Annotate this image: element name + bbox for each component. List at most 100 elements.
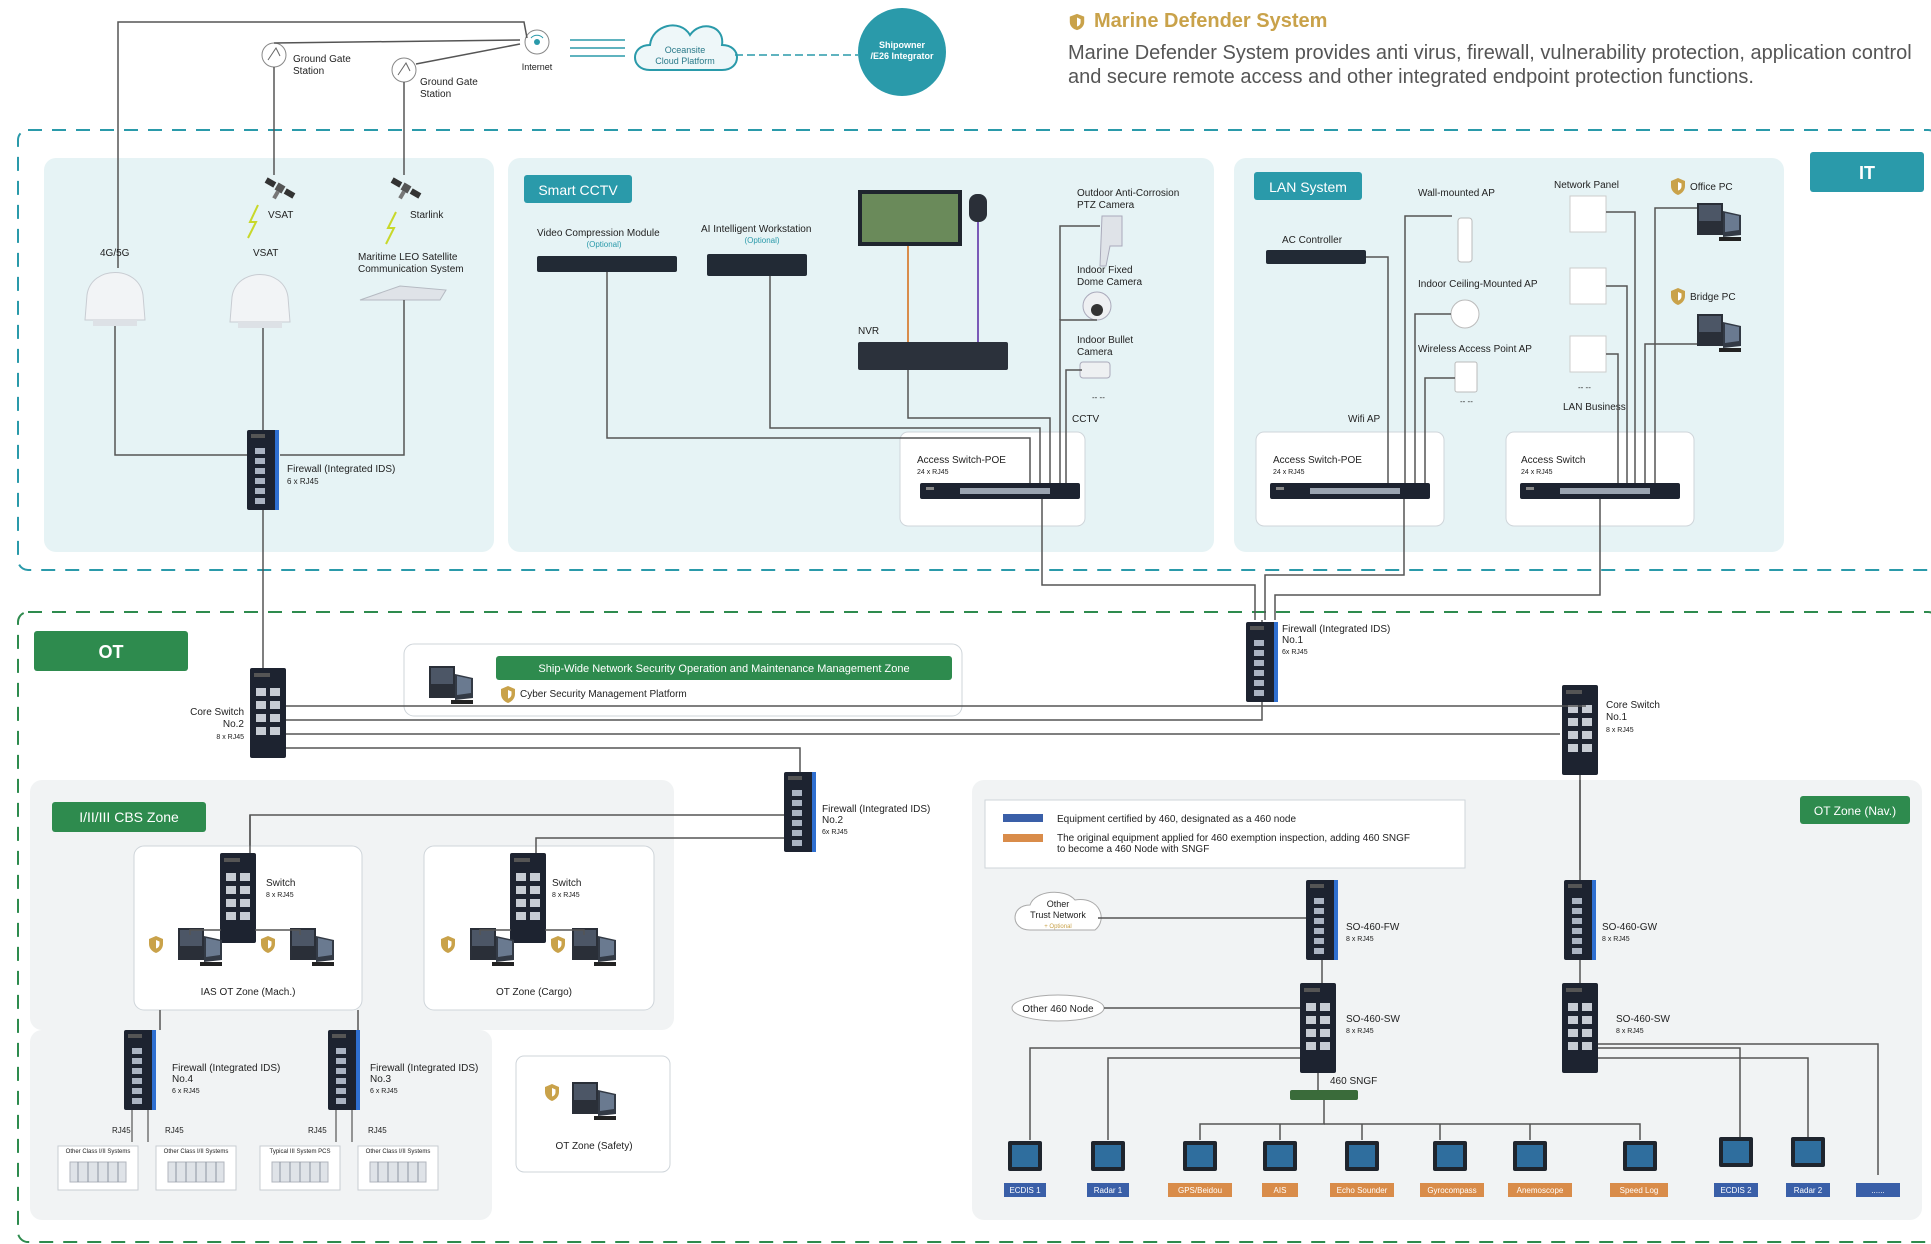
legend-orange-swatch — [1003, 834, 1043, 842]
cargo-switch-icon — [510, 853, 546, 943]
cctv-connections — [606, 225, 1256, 620]
dome-camera-lens — [1091, 304, 1103, 316]
so-sw1-line2: 8 x RJ45 — [1346, 1028, 1374, 1035]
smart-cctv-label: Smart CCTV — [538, 182, 618, 198]
sngf-device — [1290, 1090, 1358, 1100]
header-description: Marine Defender System provides anti vir… — [1068, 42, 1912, 88]
leo-antenna-icon — [359, 285, 447, 301]
cctv-monitor-screen — [862, 194, 958, 242]
core1-line1: Core Switch — [1606, 700, 1660, 711]
so-sw1-line1: SO-460-SW — [1346, 1014, 1400, 1025]
legend-orange-line2: to become a 460 Node with SNGF — [1057, 844, 1209, 855]
cloud-icon — [634, 24, 738, 71]
anemoscope-icon — [1513, 1141, 1547, 1171]
core-switch-no2-icon — [250, 668, 286, 758]
core-switch-no1-icon — [1562, 685, 1598, 775]
leo-line2: Communication System — [358, 264, 464, 275]
so-460-gw-icon — [1564, 880, 1596, 960]
core1-line3: 8 x RJ45 — [1606, 727, 1634, 734]
network-panel-3-icon — [1569, 335, 1607, 373]
shipowner-line1: Shipowner — [879, 40, 925, 50]
comms-firewall-label: Firewall (Integrated IDS) — [287, 464, 395, 475]
nav-connections — [1029, 780, 1879, 1175]
shipowner-circle — [858, 8, 946, 96]
radar-1-icon — [1091, 1141, 1125, 1171]
lan-business-label: LAN Business — [1563, 402, 1626, 413]
shipowner-line2: /E26 Integrator — [870, 51, 934, 61]
ot-nav-zone — [972, 780, 1922, 1220]
gps-icon — [1183, 1141, 1217, 1171]
lan-dots-1: -- -- — [1460, 397, 1473, 406]
fw3-line1: Firewall (Integrated IDS) — [370, 1063, 478, 1074]
wireless-ap-label: Wireless Access Point AP — [1418, 344, 1532, 355]
ias-switch-label: Switch — [266, 878, 295, 889]
network-panel-label: Network Panel — [1554, 180, 1619, 191]
cargo-zone-label: OT Zone (Cargo) — [496, 987, 572, 998]
cctv-switch-label: Access Switch-POE — [917, 455, 1006, 466]
sec-ops-label: Ship-Wide Network Security Operation and… — [538, 663, 909, 675]
wall-ap-label: Wall-mounted AP — [1418, 188, 1495, 199]
sec-ops-tag — [496, 656, 952, 680]
fw4-line3: 6 x RJ45 — [172, 1088, 200, 1095]
echo-sounder-icon — [1345, 1141, 1379, 1171]
video-compression-device — [537, 256, 677, 272]
cbs-connections — [159, 815, 784, 1030]
so-gw-line2: 8 x RJ45 — [1602, 936, 1630, 943]
ot-tag — [34, 631, 188, 671]
cctv-poe-switch-icon — [920, 483, 1080, 499]
network-panel-2-icon — [1569, 267, 1607, 305]
g45-antenna-icon — [84, 272, 146, 327]
bullet-line1: Indoor Bullet — [1077, 335, 1133, 346]
vsat-antenna-icon — [229, 274, 291, 329]
lan-system-label: LAN System — [1269, 179, 1347, 195]
network-panel-1-icon — [1569, 195, 1607, 233]
ai-workstation-device — [707, 254, 807, 276]
device-label-8: ECDIS 2 — [1720, 1186, 1752, 1195]
internet-icon — [524, 29, 550, 55]
fw1-line2: No.1 — [1282, 635, 1304, 646]
lan-access-switch-icon — [1520, 483, 1680, 499]
speed-log-icon — [1623, 1141, 1657, 1171]
legend-blue-swatch — [1003, 814, 1043, 822]
ai-workstation-optional: (Optional) — [744, 236, 779, 245]
device-label-6: Anemoscope — [1517, 1186, 1564, 1195]
cloud-line2: Cloud Platform — [655, 56, 715, 66]
vsat-label: VSAT — [253, 248, 278, 259]
fw2-line3: 6x RJ45 — [822, 829, 848, 836]
ground-gate-1-line1: Ground Gate — [293, 54, 351, 65]
legend-blue-label: Equipment certified by 460, designated a… — [1057, 814, 1296, 825]
camera-body-icon — [969, 194, 987, 222]
core2-line3: 8 x RJ45 — [216, 734, 244, 741]
comms-connections — [114, 300, 405, 670]
cctv-switch-ports: 24 x RJ45 — [917, 469, 949, 476]
lan-poe-switch-ports: 24 x RJ45 — [1273, 469, 1305, 476]
office-pc-label: Office PC — [1690, 182, 1733, 193]
ground-gate-2-line2: Station — [420, 89, 451, 100]
lan-poe-switch-box — [1255, 431, 1445, 527]
top-connections — [117, 21, 528, 268]
vsat-sat-label: VSAT — [268, 210, 293, 221]
video-compression-label: Video Compression Module — [537, 228, 660, 239]
fw4-line1: Firewall (Integrated IDS) — [172, 1063, 280, 1074]
ac-controller-device — [1266, 250, 1366, 264]
internet-cloud-arrows — [570, 39, 625, 57]
it-region-border — [17, 129, 1931, 571]
cargo-switch-ports: 8 x RJ45 — [552, 892, 580, 899]
lan-dots-2: -- -- — [1578, 383, 1591, 392]
cbs-zone-lower — [30, 1030, 492, 1220]
device-label-1: Radar 1 — [1094, 1186, 1123, 1195]
so-sw2-line1: SO-460-SW — [1616, 1014, 1670, 1025]
header-title: Marine Defender System — [1068, 10, 1928, 33]
ot-tag-label: OT — [99, 642, 124, 662]
fw-system-connections — [131, 1110, 353, 1142]
so-fw-line2: 8 x RJ45 — [1346, 936, 1374, 943]
radar-2-icon — [1791, 1137, 1825, 1167]
cctv-switch-box — [899, 431, 1086, 527]
legend-orange-line1: The original equipment applied for 460 e… — [1057, 833, 1410, 844]
cargo-switch-label: Switch — [552, 878, 581, 889]
so-460-fw-icon — [1306, 880, 1338, 960]
shield-icon — [1069, 13, 1085, 30]
other-trust-line2: Trust Network — [1030, 910, 1086, 920]
it-tag — [1810, 152, 1924, 192]
